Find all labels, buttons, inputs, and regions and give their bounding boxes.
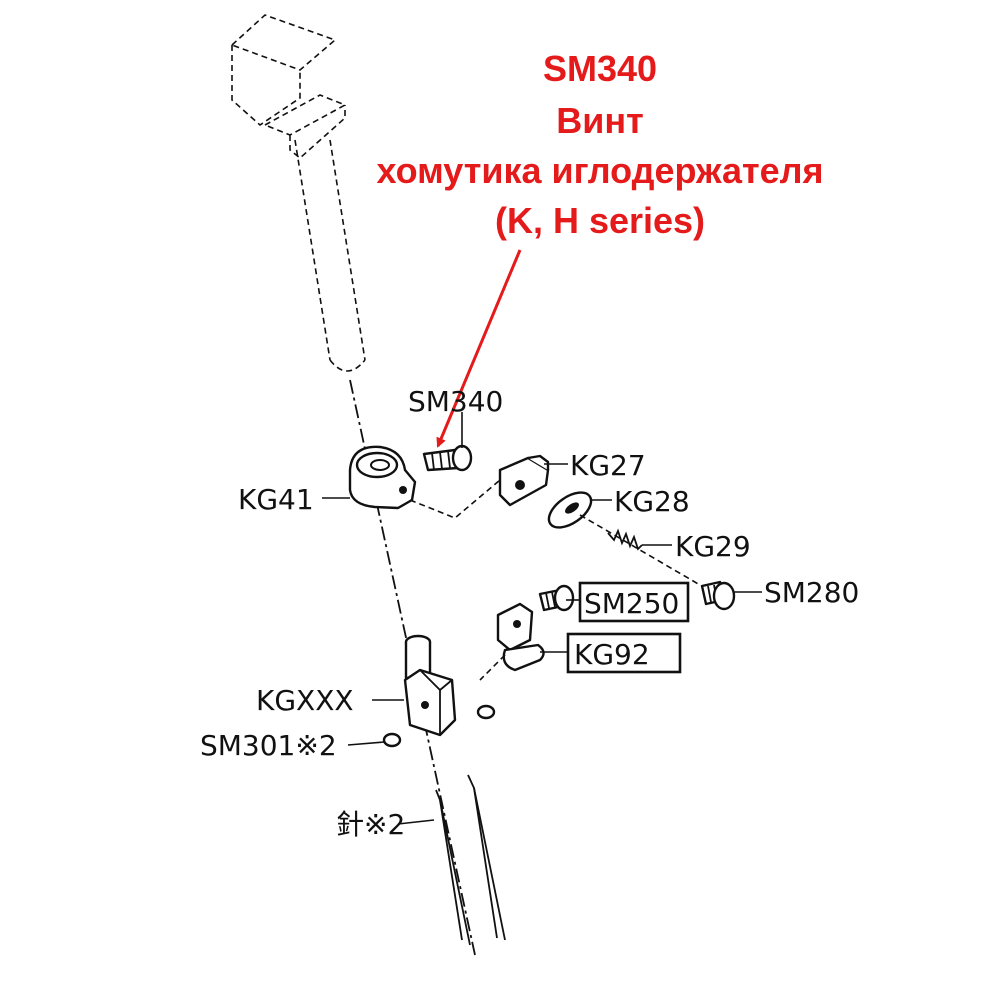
label-sm280: SM280 xyxy=(764,576,859,609)
label-kg29: KG29 xyxy=(675,530,751,563)
label-kgxxx: KGXXX xyxy=(256,684,354,717)
label-kg28: KG28 xyxy=(614,485,690,518)
label-kg41: KG41 xyxy=(238,483,314,516)
kgxxx-needle-holder xyxy=(403,634,457,737)
kg29-spring xyxy=(607,528,643,551)
leader-lines xyxy=(322,412,762,825)
kg41-clamp xyxy=(348,445,417,510)
label-sm340: SM340 xyxy=(408,385,503,418)
label-kg27: KG27 xyxy=(570,449,646,482)
label-sm250: SM250 xyxy=(584,587,679,620)
caption-title: SM340 xyxy=(542,48,658,89)
needle-bar xyxy=(230,14,366,372)
sm250-screw xyxy=(538,584,575,612)
assembly-path-kg41-kg27 xyxy=(409,479,501,519)
assembly-path-kg28-sm280 xyxy=(579,514,701,586)
label-needle: 針※2 xyxy=(336,808,405,841)
caption-line-screw: Винт xyxy=(556,100,644,141)
kg92-label-box xyxy=(566,632,682,674)
sm280-screw xyxy=(700,580,736,611)
label-sm301: SM301※2 xyxy=(200,729,337,762)
callout-arrow xyxy=(436,249,522,448)
caption-line-description: хомутика иглодержателя xyxy=(376,150,824,191)
kg27-thread-guide xyxy=(498,454,550,507)
sm250-label-box xyxy=(578,581,690,623)
sm301-set-screws xyxy=(382,704,496,748)
kg28-washer xyxy=(547,491,593,529)
caption-line-series: (K, H series) xyxy=(494,200,706,241)
sm340-screw xyxy=(422,444,473,472)
kg92-guide-plate xyxy=(479,602,545,681)
label-kg92: KG92 xyxy=(574,638,650,671)
needles xyxy=(435,774,506,946)
